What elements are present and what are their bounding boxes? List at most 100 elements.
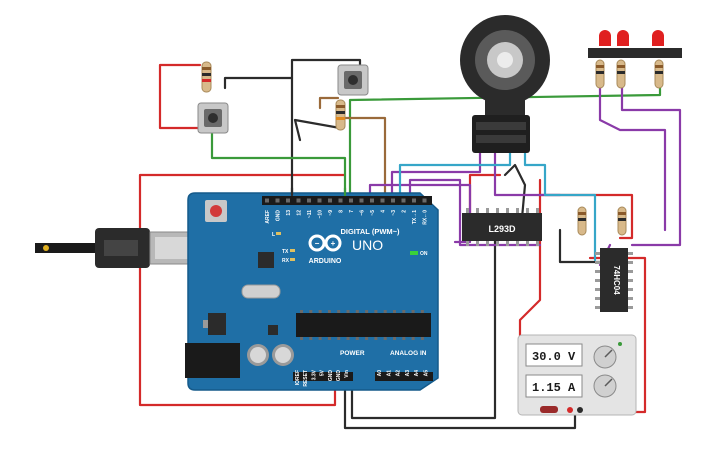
atmega-pin	[383, 337, 387, 340]
on-label: ON	[420, 251, 428, 257]
atmega-pin	[365, 337, 369, 340]
resistor-led-1	[595, 59, 605, 89]
ps-terminal-negative	[577, 407, 583, 413]
resistor-mid	[335, 99, 346, 131]
atmega-pin	[402, 337, 406, 340]
pin-label: GND	[328, 370, 334, 382]
atmega-pin	[327, 337, 331, 340]
pin-label: AREF	[265, 210, 271, 224]
atmega-pin	[300, 337, 303, 340]
hc04-pins	[595, 252, 633, 309]
resistor-inv-1	[577, 206, 587, 236]
digital-pin[interactable]	[307, 198, 311, 203]
l293d-pins	[466, 208, 539, 246]
atmega-chip	[296, 310, 431, 340]
wire-red-board-left	[138, 173, 347, 407]
wire-purple-2	[390, 148, 482, 197]
pin-label: A0	[377, 370, 383, 377]
pin-label: ~9	[328, 210, 334, 216]
atmega-pin	[337, 337, 341, 340]
capacitor-1	[247, 344, 269, 366]
digital-pin[interactable]	[412, 198, 416, 203]
pin-label: ~11	[307, 210, 313, 218]
l293d-label: L293D	[488, 224, 516, 234]
digital-pin[interactable]	[296, 198, 301, 203]
led-3	[652, 30, 664, 46]
capacitor-2	[272, 344, 294, 366]
analog-header-label: ANALOG IN	[390, 350, 427, 357]
atmega-pin	[393, 310, 396, 313]
led-bar	[588, 30, 682, 58]
wire-cyan-2	[523, 148, 597, 262]
wire-purple-5	[598, 73, 667, 232]
pin-label: 13	[286, 210, 292, 216]
led-rx-indicator	[290, 258, 295, 261]
atmega-pin	[420, 337, 424, 340]
atmega-pin	[346, 310, 350, 313]
wire-black-top-right	[293, 118, 342, 142]
power-jack	[185, 343, 240, 378]
digital-pin[interactable]	[275, 198, 280, 203]
atmega-pin	[355, 310, 359, 313]
pin-label: 5V	[320, 369, 326, 376]
atmega-pin	[383, 310, 387, 313]
pushbutton-right[interactable]	[337, 64, 369, 96]
wire-purple-1	[368, 183, 472, 244]
rotary-encoder[interactable]	[460, 15, 550, 153]
digital-header-pins	[265, 198, 427, 203]
atmega-pin	[318, 310, 322, 313]
digital-pin[interactable]	[286, 198, 290, 203]
wire-black-loop	[503, 163, 527, 242]
ps-voltage-readout: 30.0 V	[532, 350, 576, 364]
digital-pin[interactable]	[391, 198, 395, 203]
led-rx-label: RX	[282, 258, 290, 264]
ps-voltage-knob[interactable]	[593, 345, 617, 369]
atmega-pin	[346, 337, 350, 340]
digital-pin[interactable]	[338, 198, 343, 203]
power-header-strip	[293, 372, 353, 381]
wire-black-inv	[558, 228, 602, 264]
pin-label: ~10	[318, 210, 324, 219]
arduino-logo-icon	[308, 234, 342, 252]
reset-button[interactable]	[205, 200, 227, 222]
atmega-pin	[300, 310, 303, 313]
pin-label: 4	[381, 210, 387, 213]
pin-label: ~5	[370, 210, 376, 216]
digital-pin[interactable]	[401, 198, 406, 203]
atmega-pin	[374, 310, 378, 313]
resistor-led-3	[654, 59, 664, 89]
atmega-pin	[337, 310, 341, 313]
pin-label: RESET	[303, 370, 309, 387]
wire-purple-4	[493, 148, 562, 197]
usb-warning-icon	[43, 245, 49, 251]
digital-pin[interactable]	[265, 198, 269, 203]
atmega-pin	[318, 337, 322, 340]
digital-pin[interactable]	[317, 198, 322, 203]
pushbutton-left[interactable]	[197, 102, 229, 134]
atmega-pin	[402, 310, 406, 313]
board-name: UNO	[352, 237, 383, 253]
power-header-label: POWER	[340, 350, 365, 357]
ps-current-knob[interactable]	[593, 374, 617, 398]
digital-pin[interactable]	[422, 198, 427, 203]
digital-pin[interactable]	[359, 198, 364, 203]
digital-pin[interactable]	[328, 198, 332, 203]
pin-label: 3.3V	[311, 369, 317, 380]
led-tx-indicator	[290, 249, 295, 252]
wire-black-button-left	[223, 76, 294, 90]
pin-label: TX→1	[412, 210, 418, 224]
digital-pin[interactable]	[349, 198, 353, 203]
atmega-pin	[411, 337, 415, 340]
digital-pin[interactable]	[380, 198, 385, 203]
usb-chip	[258, 252, 274, 268]
wires	[138, 58, 682, 430]
hc04-chip: 74HC04	[595, 248, 633, 312]
pin-label: Vin	[344, 370, 350, 378]
atmega-pin	[355, 337, 359, 340]
digital-pin[interactable]	[370, 198, 374, 203]
ps-terminal-positive	[567, 407, 573, 413]
pin-label: A2	[396, 370, 402, 377]
resistor-led-2	[616, 59, 626, 89]
